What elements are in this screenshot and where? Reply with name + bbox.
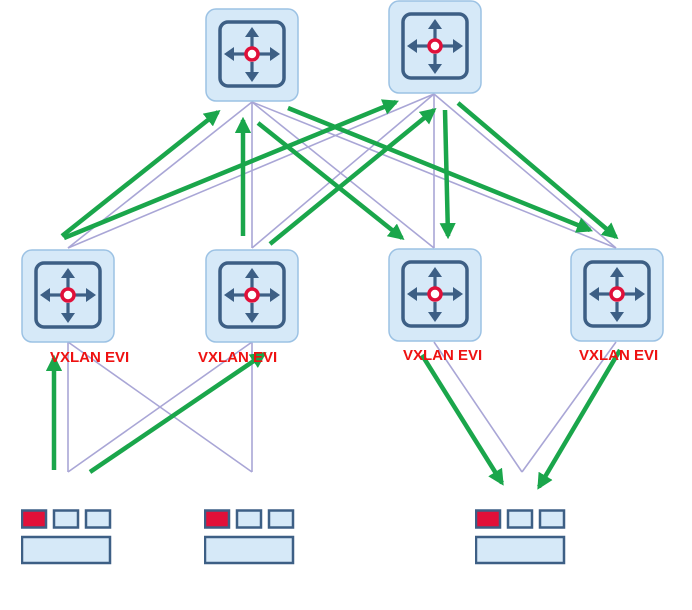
spine-switch-2-router-icon — [388, 0, 482, 94]
link-server3-leaf3 — [433, 341, 523, 473]
server-1-server-icon — [21, 509, 112, 565]
leaf-switch-1-label: VXLAN EVI — [50, 349, 129, 366]
leaf-switch-4-label: VXLAN EVI — [579, 347, 658, 364]
flow-arrow — [268, 107, 437, 246]
link-server3-leaf4 — [521, 341, 617, 473]
flow-arrow — [439, 109, 456, 240]
physical-links — [67, 93, 617, 473]
flow-arrow — [287, 105, 594, 233]
link-leaf4-spine2 — [433, 93, 617, 249]
leaf-switch-1-router-icon — [21, 249, 115, 343]
traffic-flow-arrows — [45, 99, 622, 490]
flow-arrow — [88, 352, 267, 474]
flow-arrow — [256, 121, 405, 241]
leaf-switch-2-label: VXLAN EVI — [198, 349, 277, 366]
spine-switches — [205, 0, 482, 102]
leaf-switches — [21, 248, 664, 343]
flow-arrow — [456, 101, 619, 240]
leaf-labels: VXLAN EVI VXLAN EVI VXLAN EVI VXLAN EVI — [50, 347, 658, 366]
flow-arrow — [63, 99, 399, 241]
server-3-server-icon — [475, 509, 566, 565]
spine-switch-1-router-icon — [205, 8, 299, 102]
link-leaf1-spine2 — [67, 93, 435, 249]
server-2-server-icon — [204, 509, 295, 565]
flow-arrow — [60, 109, 221, 238]
leaf-switch-3-router-icon — [388, 248, 482, 342]
leaf-switch-4-router-icon — [570, 248, 664, 342]
flow-arrow — [537, 348, 622, 490]
flow-arrow — [420, 353, 504, 486]
link-leaf4-spine1 — [251, 101, 617, 249]
link-server2-leaf1 — [67, 341, 253, 473]
link-leaf2-spine2 — [251, 93, 435, 249]
leaf-switch-2-router-icon — [205, 249, 299, 343]
servers — [21, 509, 566, 565]
leaf-switch-3-label: VXLAN EVI — [403, 347, 482, 364]
